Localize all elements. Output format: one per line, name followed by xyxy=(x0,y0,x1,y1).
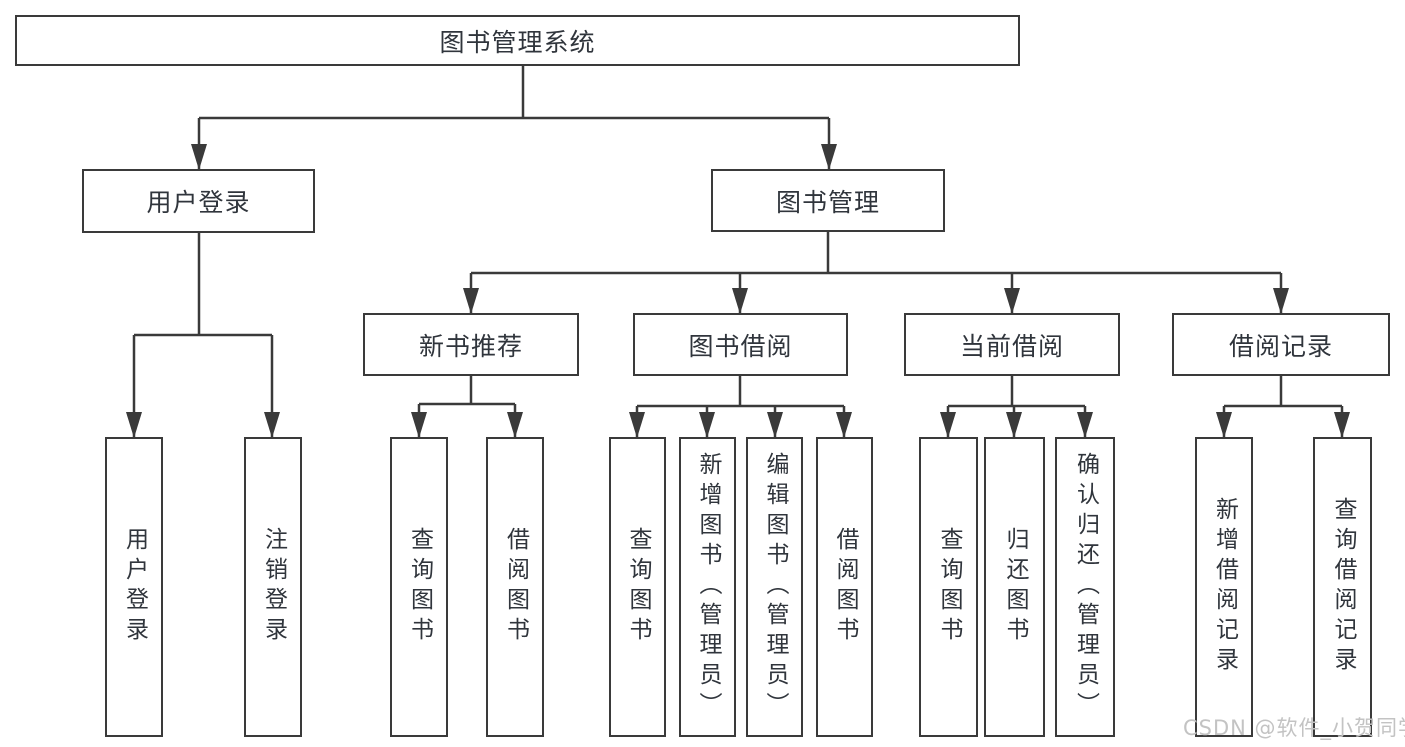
leaf-return-books: 归还图书 xyxy=(984,437,1045,737)
leaf-confirm-return-admin: 确认归还（管理员） xyxy=(1055,437,1115,737)
leaf-borrow-books-1: 借阅图书 xyxy=(486,437,544,737)
leaf-add-borrow-record: 新增借阅记录 xyxy=(1195,437,1253,737)
csdn-watermark: CSDN @软件_小贺同学 xyxy=(1183,716,1405,740)
leaf-query-books-3: 查询图书 xyxy=(919,437,978,737)
leaf-borrow-books-2: 借阅图书 xyxy=(816,437,873,737)
leaf-add-books-admin: 新增图书（管理员） xyxy=(679,437,736,737)
node-new-book-recommend: 新书推荐 xyxy=(363,313,579,376)
node-book-borrow: 图书借阅 xyxy=(633,313,848,376)
node-user-login: 用户登录 xyxy=(82,169,315,233)
leaf-edit-books-admin: 编辑图书（管理员） xyxy=(746,437,803,737)
leaf-query-books-1: 查询图书 xyxy=(390,437,448,737)
node-borrow-records: 借阅记录 xyxy=(1172,313,1390,376)
node-book-management: 图书管理 xyxy=(711,169,945,232)
leaf-user-login: 用户登录 xyxy=(105,437,163,737)
node-root-library-system: 图书管理系统 xyxy=(15,15,1020,66)
leaf-query-borrow-record: 查询借阅记录 xyxy=(1313,437,1372,737)
leaf-query-books-2: 查询图书 xyxy=(609,437,666,737)
node-current-borrow: 当前借阅 xyxy=(904,313,1120,376)
leaf-logout: 注销登录 xyxy=(244,437,302,737)
